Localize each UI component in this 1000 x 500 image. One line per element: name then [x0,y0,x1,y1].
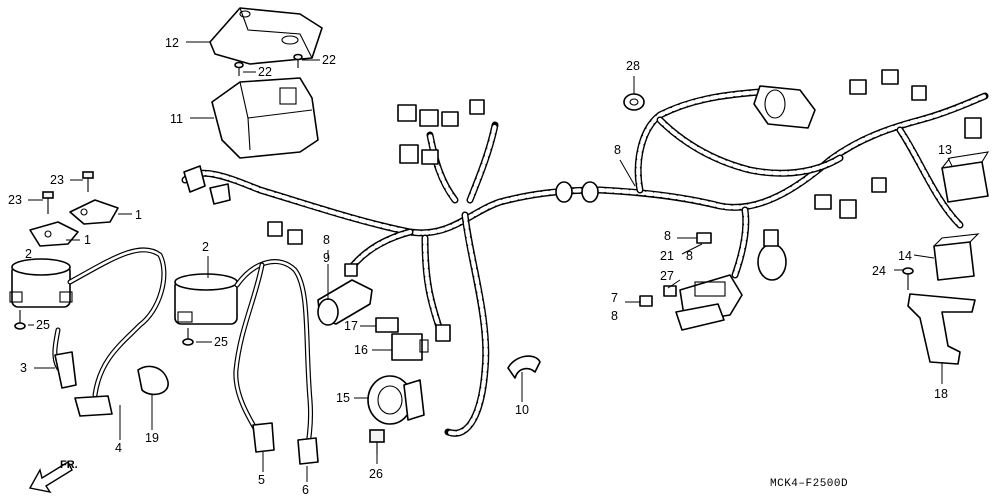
callout-8-c: 8 [664,229,671,243]
bulb-socket [757,229,787,281]
callout-2-b: 2 [202,240,209,254]
connectors-harness-left [267,221,358,277]
callout-labels: 12 22 22 11 23 23 1 1 2 25 3 4 19 2 25 5… [8,36,952,497]
ignition-coil-left [9,258,73,308]
callout-23-a: 23 [50,173,64,187]
front-arrow-icon [28,461,73,494]
callout-8-b: 8 [614,143,621,157]
spark-plug-wire-center [233,259,313,458]
bolt-22-b [293,53,303,68]
grommets-harness [555,181,599,203]
diagram-code: MCK4–F2500D [770,478,848,490]
callout-2-a: 2 [25,247,32,261]
callout-8-a: 8 [323,233,330,247]
callout-5: 5 [258,473,265,487]
callout-23-b: 23 [8,193,22,207]
plug-cap-5 [252,422,275,453]
callout-28: 28 [626,59,640,73]
holder-11 [211,77,319,159]
callout-16: 16 [354,343,368,357]
bolt-25-b [182,328,194,346]
clamp-10 [507,355,541,379]
starter-relay-top [753,85,816,129]
callout-22-a: 22 [258,65,272,79]
callout-6: 6 [302,483,309,497]
bracket-1-upper [69,199,119,225]
callout-25-a: 25 [36,318,50,332]
callout-8-d: 8 [686,249,693,263]
connector-left-end [183,165,231,205]
plug-cap-6 [297,437,319,465]
connectors-top-right [849,69,982,139]
callout-11: 11 [170,112,183,126]
callout-4: 4 [115,441,122,455]
callout-19: 19 [145,431,159,445]
bracket-18 [907,293,976,365]
front-label: FR. [60,459,78,471]
callout-1-a: 1 [135,208,142,222]
clip-8-upper [696,232,712,244]
callout-8-e: 8 [611,309,618,323]
plug-cap-4 [74,395,113,417]
callout-10: 10 [515,403,529,417]
clip-7 [639,295,653,307]
callout-13: 13 [938,143,952,157]
grommet-28 [623,93,645,111]
callout-26: 26 [369,467,383,481]
callout-21: 21 [660,249,674,263]
bolt-23-a [82,171,94,192]
callout-9: 9 [323,251,330,265]
boot-9 [317,279,373,326]
connectors-mid-right [814,177,887,219]
clamp-19 [137,365,169,396]
callout-18: 18 [934,387,948,401]
relay-14 [933,233,980,281]
callout-15: 15 [336,391,350,405]
bolt-23-b [42,191,54,214]
relay-16 [391,333,429,361]
callout-14: 14 [898,249,912,263]
leader-lines [28,41,953,482]
callout-22-b: 22 [322,53,336,67]
plug-cap-3 [54,351,77,389]
callout-24: 24 [872,264,886,278]
callout-27: 27 [660,269,674,283]
bracket-1-lower [29,221,79,247]
main-wire-harness [181,88,989,437]
clip-27 [663,285,677,297]
front-direction-indicator: FR. [28,459,78,494]
horn-15 [367,375,425,425]
unit-13 [941,151,990,203]
bolt-22-a [234,61,244,76]
relay-17 [375,317,399,333]
ignition-coil-center [174,273,238,325]
cover-12 [209,7,323,65]
bolt-24 [902,267,914,290]
bolt-25-a [14,310,26,330]
callout-17: 17 [344,319,358,333]
connector-16-side [435,324,451,342]
connectors-top-center [397,99,485,165]
callout-1-b: 1 [84,233,91,247]
callout-25-b: 25 [214,335,228,349]
block-lower-right [675,303,725,331]
callout-12: 12 [165,36,179,50]
callout-7: 7 [611,291,618,305]
bolt-26 [369,429,385,454]
callout-3: 3 [20,361,27,375]
